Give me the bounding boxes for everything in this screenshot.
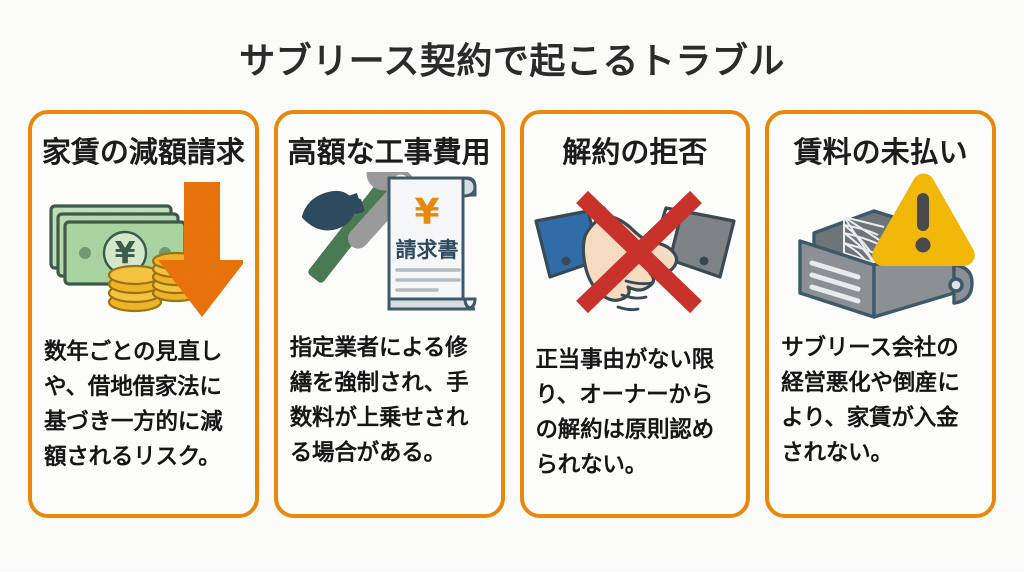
trouble-card-rent-reduction[interactable]: 家賃の減額請求 ¥ (28, 110, 259, 518)
svg-text:¥: ¥ (115, 236, 136, 271)
card-body: 指定業者による修繕を強制され、手数料が上乗せされる場合がある。 (289, 334, 469, 466)
trouble-card-termination-refusal[interactable]: 解約の拒否 (519, 110, 751, 518)
svg-text:¥: ¥ (414, 192, 439, 233)
card-title: 賃料の未払い (793, 135, 968, 169)
trouble-card-unpaid-rent[interactable]: 賃料の未払い (765, 110, 996, 518)
card-title: 家賃の減額請求 (41, 135, 245, 169)
svg-text:請求書: 請求書 (395, 238, 458, 262)
money-down-arrow-icon: ¥ (32, 171, 255, 331)
card-title: 解約の拒否 (562, 135, 708, 169)
card-title: 高額な工事費用 (287, 135, 491, 169)
trouble-card-construction-cost[interactable]: 高額な工事費用 (273, 110, 505, 518)
page-title: サブリース契約で起こるトラブル (239, 41, 785, 82)
card-body: 数年ごとの見直しや、借地借家法に基づき一方的に減額されるリスク。 (44, 338, 223, 470)
card-body: サブリース会社の経営悪化や倒産により、家賃が入金されない。 (781, 334, 960, 466)
empty-wallet-warning-icon (769, 167, 992, 327)
card-body: 正当事由がない限り、オーナーからの解約は原則認められない。 (535, 346, 715, 478)
tools-invoice-icon: ¥ 請求書 (278, 167, 501, 327)
trouble-card-list: 家賃の減額請求 ¥ (28, 110, 996, 518)
handshake-rejected-icon (524, 179, 747, 339)
